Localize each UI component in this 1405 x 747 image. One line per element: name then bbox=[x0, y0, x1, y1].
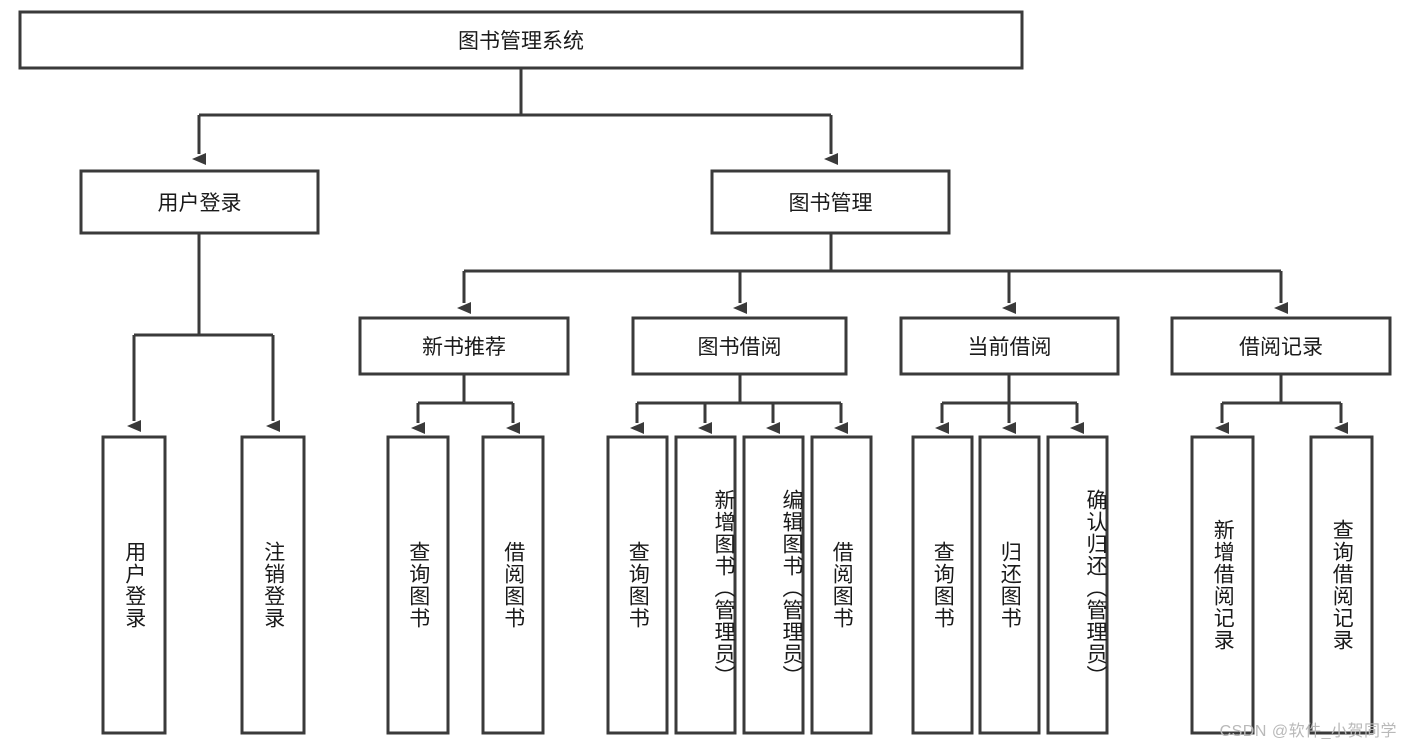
leaf-box-user-login-0[interactable] bbox=[101, 435, 167, 735]
leaf-box-book-borrow-3[interactable] bbox=[810, 435, 873, 735]
leaf-box-user-login-1[interactable] bbox=[240, 435, 306, 735]
leaf-box-book-borrow-1[interactable] bbox=[674, 435, 737, 735]
leaf-box-current-borrow-0[interactable] bbox=[911, 435, 974, 735]
node-book-mgmt-box[interactable] bbox=[710, 169, 951, 235]
node-book-borrow-box[interactable] bbox=[631, 316, 848, 376]
leaf-box-new-book-1[interactable] bbox=[481, 435, 545, 735]
leaf-box-borrow-record-0[interactable] bbox=[1190, 435, 1255, 735]
leaf-box-borrow-record-1[interactable] bbox=[1309, 435, 1374, 735]
node-borrow-record-box[interactable] bbox=[1170, 316, 1392, 376]
node-user-login-box[interactable] bbox=[79, 169, 320, 235]
node-title-box[interactable] bbox=[18, 10, 1024, 70]
leaf-box-current-borrow-1[interactable] bbox=[978, 435, 1041, 735]
node-current-borrow-box[interactable] bbox=[899, 316, 1120, 376]
watermark-text: CSDN @软件_小贺同学 bbox=[1219, 723, 1397, 740]
leaf-box-current-borrow-2[interactable] bbox=[1046, 435, 1109, 735]
leaf-box-book-borrow-0[interactable] bbox=[606, 435, 669, 735]
leaf-box-book-borrow-2[interactable] bbox=[742, 435, 805, 735]
node-new-book-box[interactable] bbox=[358, 316, 570, 376]
leaf-box-new-book-0[interactable] bbox=[386, 435, 450, 735]
